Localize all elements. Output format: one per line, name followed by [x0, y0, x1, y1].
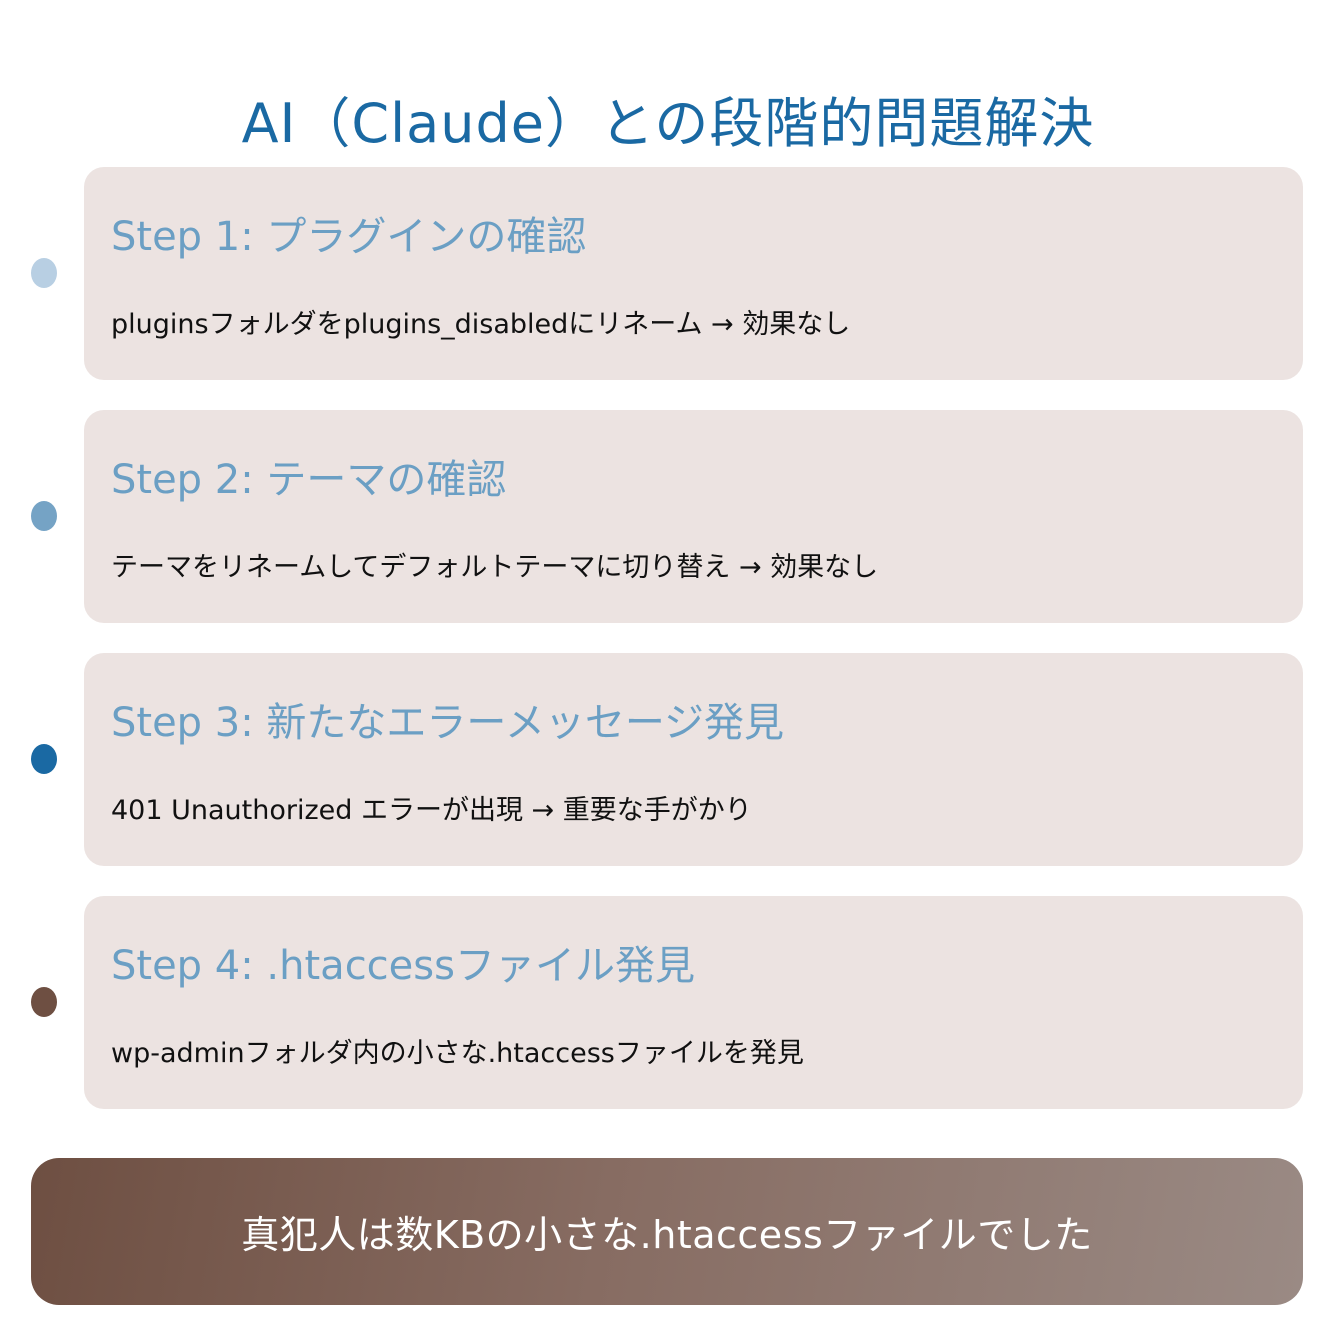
- step-4-card: Step 4: .htaccessファイル発見 wp-adminフォルダ内の小さ…: [84, 896, 1303, 1109]
- step-3-title: Step 3: 新たなエラーメッセージ発見: [111, 700, 785, 746]
- step-2-marker-dot-icon: [31, 501, 57, 531]
- step-1-title: Step 1: プラグインの確認: [111, 214, 587, 260]
- step-3-card: Step 3: 新たなエラーメッセージ発見 401 Unauthorized エ…: [84, 653, 1303, 866]
- step-2-title: Step 2: テーマの確認: [111, 457, 507, 503]
- conclusion-text: 真犯人は数KBの小さな.htaccessファイルでした: [241, 1213, 1093, 1257]
- step-3-marker-dot-icon: [31, 744, 57, 774]
- page-title: AI（Claude）との段階的問題解決: [241, 92, 1095, 156]
- step-3-description: 401 Unauthorized エラーが出現 → 重要な手がかり: [111, 795, 752, 826]
- conclusion-banner: 真犯人は数KBの小さな.htaccessファイルでした: [31, 1158, 1303, 1305]
- step-1-card: Step 1: プラグインの確認 pluginsフォルダをplugins_dis…: [84, 167, 1303, 380]
- step-4-description: wp-adminフォルダ内の小さな.htaccessファイルを発見: [111, 1038, 804, 1069]
- step-4-marker-dot-icon: [31, 987, 57, 1017]
- step-2-card: Step 2: テーマの確認 テーマをリネームしてデフォルトテーマに切り替え →…: [84, 410, 1303, 623]
- step-1-marker-dot-icon: [31, 258, 57, 288]
- step-1-description: pluginsフォルダをplugins_disabledにリネーム → 効果なし: [111, 309, 851, 340]
- step-4-title: Step 4: .htaccessファイル発見: [111, 943, 695, 989]
- step-2-description: テーマをリネームしてデフォルトテーマに切り替え → 効果なし: [111, 552, 879, 583]
